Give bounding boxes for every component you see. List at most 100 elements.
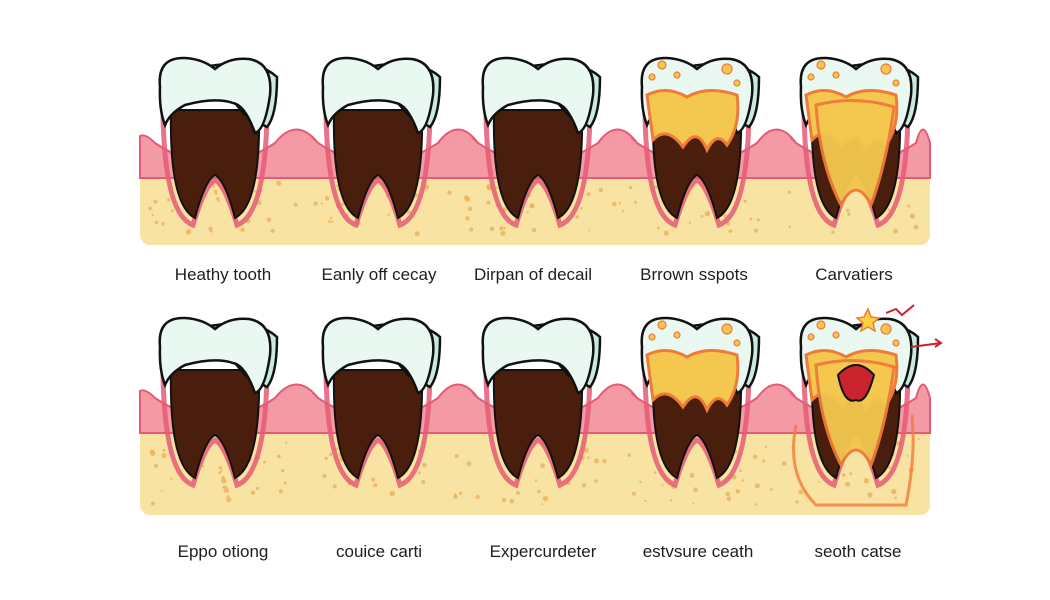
bone-speckle xyxy=(581,483,587,488)
bone-speckle xyxy=(689,472,695,478)
bone-speckle xyxy=(466,461,472,467)
lesion xyxy=(836,364,876,402)
caption-row2-tooth1: Eppo otiong xyxy=(177,542,269,561)
decay-spot xyxy=(892,339,900,347)
bone-speckle xyxy=(329,216,333,220)
bone-speckle xyxy=(222,485,225,489)
bone-speckle xyxy=(762,459,766,463)
bone-speckle xyxy=(769,488,773,491)
tooth-row2-1 xyxy=(158,316,279,489)
bone-speckle xyxy=(509,498,515,504)
decay-spot xyxy=(832,331,840,339)
tooth-crown xyxy=(321,316,435,395)
root-socket xyxy=(483,112,593,229)
bone-speckle xyxy=(322,473,327,478)
bone-speckle xyxy=(465,216,470,221)
decay-spot xyxy=(648,73,656,81)
bone-speckle xyxy=(458,491,463,496)
bone-speckle xyxy=(906,454,909,457)
root-socket xyxy=(323,372,433,489)
infection-spread xyxy=(792,414,915,507)
bone-speckle xyxy=(893,228,899,234)
bone-speckle xyxy=(621,210,625,213)
bone-speckle xyxy=(842,473,846,477)
bone-speckle xyxy=(798,489,804,495)
bone-speckle xyxy=(313,201,318,206)
decay-spot xyxy=(673,71,681,79)
bone-speckle xyxy=(644,499,647,503)
tooth-crown xyxy=(158,316,272,395)
root-socket xyxy=(323,112,433,229)
decay-spot xyxy=(880,323,892,335)
pain-star-icon xyxy=(855,307,881,333)
bone-speckle xyxy=(154,220,159,225)
bone-speckle xyxy=(894,496,897,500)
cavity xyxy=(814,358,896,469)
bone-speckle xyxy=(454,454,459,459)
decay-spot xyxy=(807,73,815,81)
bone-speckle xyxy=(755,503,758,506)
pain-arrow-icon xyxy=(910,338,943,348)
tooth-crown xyxy=(481,316,595,395)
bone-speckle xyxy=(653,471,657,475)
bone-speckle xyxy=(170,477,173,480)
bone-speckle xyxy=(530,204,535,208)
root-socket xyxy=(160,372,270,489)
decay-spot xyxy=(673,331,681,339)
bone-speckle xyxy=(332,484,337,489)
bone-speckle xyxy=(735,489,740,494)
decay-spot xyxy=(832,71,840,79)
root-socket xyxy=(483,372,593,489)
bone-speckle xyxy=(531,227,537,233)
bone-speckle xyxy=(663,230,669,236)
decay-spot xyxy=(657,320,667,330)
bone-speckle xyxy=(212,185,216,188)
pain-zigzag-icon xyxy=(885,304,915,317)
bone-speckle xyxy=(611,201,617,207)
bone-speckle xyxy=(150,450,156,456)
bone-speckle xyxy=(847,212,851,216)
decay-spot xyxy=(816,320,826,330)
decay-spot xyxy=(721,323,733,335)
bone-speckle xyxy=(540,463,545,469)
bone-speckle xyxy=(469,227,474,232)
bone-speckle xyxy=(575,215,579,219)
bone-speckle xyxy=(911,216,914,219)
caption-row1-tooth1: Heathy tooth xyxy=(174,265,272,284)
bone-speckle xyxy=(704,210,711,217)
tooth-row2-3 xyxy=(481,316,602,489)
bone-speckle xyxy=(170,209,174,213)
bone-speckle xyxy=(283,481,287,485)
bone-speckle xyxy=(226,497,232,503)
bone-speckle xyxy=(631,491,637,496)
decay-spot xyxy=(648,333,656,341)
bone-speckle xyxy=(741,479,745,482)
bone-speckle xyxy=(160,490,163,492)
bone-speckle xyxy=(162,448,166,452)
bone-speckle xyxy=(693,487,698,493)
bone-speckle xyxy=(749,217,753,221)
bone-speckle xyxy=(208,226,213,231)
decay-patch xyxy=(645,89,740,154)
bone-speckle xyxy=(153,199,158,204)
bone-speckle xyxy=(387,213,390,217)
bone-speckle xyxy=(654,185,659,189)
bone-speckle xyxy=(277,454,281,459)
caption-row2-tooth2: couice carti xyxy=(336,542,422,561)
bone-speckle xyxy=(583,447,589,453)
bone-speckle xyxy=(250,490,256,495)
bone-speckle xyxy=(331,220,334,223)
bone-speckle xyxy=(537,489,541,494)
bone-speckle xyxy=(593,458,600,464)
caption-row2-tooth4: estvsure ceath xyxy=(642,542,754,561)
tooth-crown xyxy=(158,56,272,135)
bone-speckle xyxy=(389,490,396,497)
caption-row2-tooth5: seoth catse xyxy=(814,542,902,561)
root-socket xyxy=(642,112,752,229)
bone-speckle xyxy=(754,228,759,233)
bone-speckle xyxy=(887,208,890,211)
bone-speckle xyxy=(788,225,791,229)
bone-speckle xyxy=(465,196,471,202)
